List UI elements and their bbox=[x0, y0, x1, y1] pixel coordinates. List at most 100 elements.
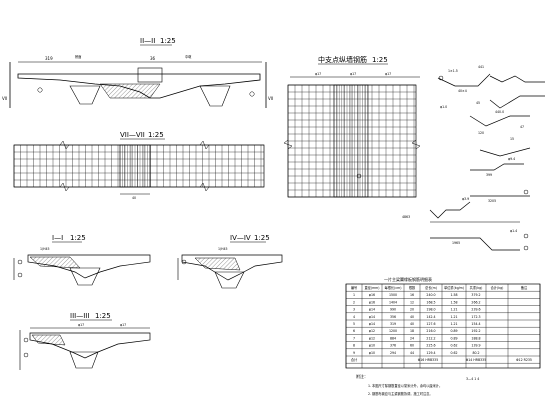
table-header-cell: 共重(kg) bbox=[470, 285, 483, 290]
d3-a: φ9.4 bbox=[508, 157, 515, 161]
section-iii-iii-scale: 1:25 bbox=[95, 312, 111, 320]
table-cell: 172.3 bbox=[471, 315, 480, 319]
section-vii-vii-label: VII—VII bbox=[120, 131, 145, 139]
table-cell: 1.58 bbox=[450, 300, 457, 304]
d2-c: 47 bbox=[520, 125, 524, 129]
table-header-cell: 编号 bbox=[351, 285, 357, 290]
note-title: 附注： bbox=[356, 373, 368, 379]
d4-b: 4863 bbox=[402, 215, 410, 219]
table-footer-cell: Φ12 R235 bbox=[516, 358, 532, 362]
table-cell: 168.5 bbox=[426, 300, 435, 304]
section-iii-iii-label: III—III bbox=[70, 312, 89, 320]
plan-scale: 1:25 bbox=[372, 56, 388, 64]
dim-40: 40 bbox=[132, 196, 136, 200]
section-iv-iv: IV—IV 1:25 1/H45 bbox=[177, 234, 283, 289]
s1-dim: 1/H45 bbox=[40, 247, 50, 251]
section-vii-vii: VII—VII 1:25 40 bbox=[13, 131, 265, 200]
s3-dim-b: φ17 bbox=[120, 323, 126, 327]
table-cell: 990 bbox=[390, 308, 396, 312]
d1-d: φ1.0 bbox=[440, 105, 447, 109]
note-2: 2. 钢筋布置应与主梁钢筋协调，施工时注意。 bbox=[368, 391, 433, 396]
table-cell: 225.6 bbox=[426, 344, 435, 348]
table-header-cell: 根数 bbox=[409, 285, 416, 290]
table-cell: 139.9 bbox=[471, 344, 480, 348]
table-cell: 40 bbox=[410, 315, 414, 319]
section-i-i: I—I 1:25 1/H45 bbox=[13, 234, 151, 286]
s3-dim-a: φ17 bbox=[78, 323, 84, 327]
table-cell: 1.21 bbox=[450, 315, 457, 319]
label-b: 中墩 bbox=[185, 54, 192, 59]
table-cell: 1500 bbox=[389, 293, 397, 297]
table-cell: 294 bbox=[390, 351, 396, 355]
table-cell: 40 bbox=[410, 322, 414, 326]
section-ii-ii-label: II—II bbox=[140, 37, 155, 45]
table-cell: 192.2 bbox=[471, 329, 480, 333]
plan-label: 中支点纵墙钢筋 bbox=[318, 55, 367, 64]
svg-text:VII: VII bbox=[268, 96, 273, 101]
table-cell: 6 bbox=[353, 329, 355, 333]
rebar-table: 一片主梁翼缘板钢筋明细表 编号直径(mm)每根长(cm)根数总长(m)单位重(k… bbox=[345, 276, 541, 396]
table-header-cell: 每根长(cm) bbox=[385, 285, 402, 290]
table-cell: φ12 bbox=[369, 329, 375, 333]
table-cell: 198.0 bbox=[426, 308, 435, 312]
table-cell: φ14 bbox=[369, 308, 375, 312]
section-iii-iii: III—III 1:25 φ17 φ17 bbox=[19, 312, 151, 370]
table-cell: 4 bbox=[353, 315, 355, 319]
table-cell: 154.4 bbox=[471, 322, 480, 326]
table-cell: 0.62 bbox=[450, 351, 457, 355]
d2-d: 15 bbox=[510, 137, 514, 141]
d3-b: 399 bbox=[486, 173, 492, 177]
table-cell: 127.6 bbox=[426, 322, 435, 326]
section-ii-ii: II—II 1:25 319 36 桥面 中墩 VII VII bbox=[2, 37, 273, 108]
table-cell: 216.0 bbox=[426, 329, 435, 333]
table-cell: 319 bbox=[390, 322, 396, 326]
table-header-cell: 单位重(kg/m) bbox=[444, 285, 464, 290]
d3-c: 3205 bbox=[488, 199, 496, 203]
table-footer-cell: Φ16 HRB335 bbox=[418, 358, 438, 362]
d4-d: φ1.4 bbox=[510, 229, 517, 233]
table-cell: 24 bbox=[410, 336, 414, 340]
s4-dim: 1/H45 bbox=[218, 247, 228, 251]
table-footer-cell: Φ14 HRB335 bbox=[466, 358, 486, 362]
table-header-cell: 备注 bbox=[521, 285, 528, 290]
bar-details: 1×1.5 40×4 441 φ1.0 45 440.0 120 47 15 φ… bbox=[402, 65, 545, 251]
section-vii-vii-scale: 1:25 bbox=[148, 131, 164, 139]
table-cell: φ14 bbox=[369, 315, 375, 319]
table-cell: 80.2 bbox=[472, 351, 479, 355]
table-cell: 16 bbox=[410, 293, 414, 297]
table-cell: 44 bbox=[410, 351, 414, 355]
plan-dim-b: φ17 bbox=[350, 72, 356, 76]
table-cell: 3 bbox=[353, 308, 355, 312]
table-cell: 129.4 bbox=[426, 351, 435, 355]
table-header-cell: 总长(m) bbox=[425, 285, 437, 290]
section-i-i-scale: 1:25 bbox=[70, 234, 86, 242]
table-cell: φ16 bbox=[369, 293, 375, 297]
table-cell: 379.2 bbox=[471, 293, 480, 297]
d1-c: 441 bbox=[478, 65, 484, 69]
plan-dim-c: φ17 bbox=[385, 72, 391, 76]
table-cell: 0.62 bbox=[450, 344, 457, 348]
d1-e: 45 bbox=[476, 101, 480, 105]
table-cell: 1.21 bbox=[450, 322, 457, 326]
table-cell: 12 bbox=[410, 300, 414, 304]
table-cell: 2 bbox=[353, 300, 355, 304]
table-cell: 0.89 bbox=[450, 329, 457, 333]
table-header-cell: 合计(kg) bbox=[491, 285, 504, 290]
table-cell: 1 bbox=[353, 293, 355, 297]
table-cell: 9 bbox=[353, 351, 355, 355]
d1-b: 40×4 bbox=[458, 89, 467, 93]
label-a: 桥面 bbox=[75, 54, 81, 59]
table-cell: 60 bbox=[410, 344, 414, 348]
table-cell: φ12 bbox=[369, 336, 375, 340]
d4-c: 1965 bbox=[452, 241, 460, 245]
table-footer-cell: 合计 bbox=[351, 357, 358, 362]
section-iv-iv-scale: 1:25 bbox=[254, 234, 270, 242]
svg-text:VII: VII bbox=[2, 96, 7, 101]
table-title: 一片主梁翼缘板钢筋明细表 bbox=[384, 276, 432, 282]
plan-dim-a: φ17 bbox=[315, 72, 321, 76]
note-1: 1. 本图尺寸除钢筋直径以毫米计外，余均以厘米计。 bbox=[368, 383, 442, 388]
d1-a: 1×1.5 bbox=[448, 69, 458, 73]
table-cell: φ10 bbox=[369, 351, 375, 355]
table-cell: φ16 bbox=[369, 300, 375, 304]
